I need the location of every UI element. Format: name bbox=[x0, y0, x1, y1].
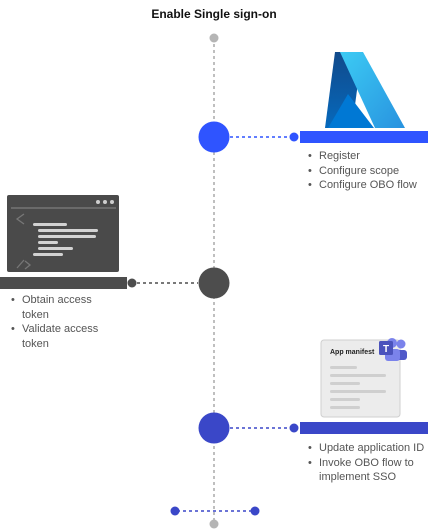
timeline-end-dot bbox=[209, 519, 219, 529]
azure-logo-icon bbox=[325, 52, 405, 128]
step-3-connector bbox=[230, 422, 428, 434]
teams-manifest-icon: T bbox=[320, 338, 407, 418]
list-item: Register bbox=[306, 149, 426, 164]
step-2-connector bbox=[0, 277, 198, 289]
timeline-start-dot bbox=[209, 33, 219, 43]
diagram-title: Enable Single sign-on bbox=[151, 7, 277, 21]
list-item: Update application ID bbox=[306, 441, 428, 456]
step-3-node bbox=[198, 412, 230, 444]
bottom-connector bbox=[170, 506, 260, 516]
step-2-node bbox=[198, 267, 230, 299]
step-1-node bbox=[198, 121, 230, 153]
step-1-list: Register Configure scope Configure OBO f… bbox=[306, 149, 426, 193]
list-item: Validate access token bbox=[9, 322, 121, 351]
list-item: Configure OBO flow bbox=[306, 178, 426, 193]
list-item: Configure scope bbox=[306, 164, 426, 179]
list-item: Obtain access token bbox=[9, 293, 121, 322]
list-item: Invoke OBO flow to implement SSO bbox=[306, 456, 428, 485]
step-2-list: Obtain access token Validate access toke… bbox=[9, 293, 121, 351]
step-1-connector bbox=[230, 131, 428, 143]
svg-text:T: T bbox=[383, 344, 389, 355]
step-3-list: Update application ID Invoke OBO flow to… bbox=[306, 441, 428, 485]
code-editor-icon bbox=[7, 195, 119, 272]
app-manifest-label: App manifest bbox=[330, 349, 375, 356]
